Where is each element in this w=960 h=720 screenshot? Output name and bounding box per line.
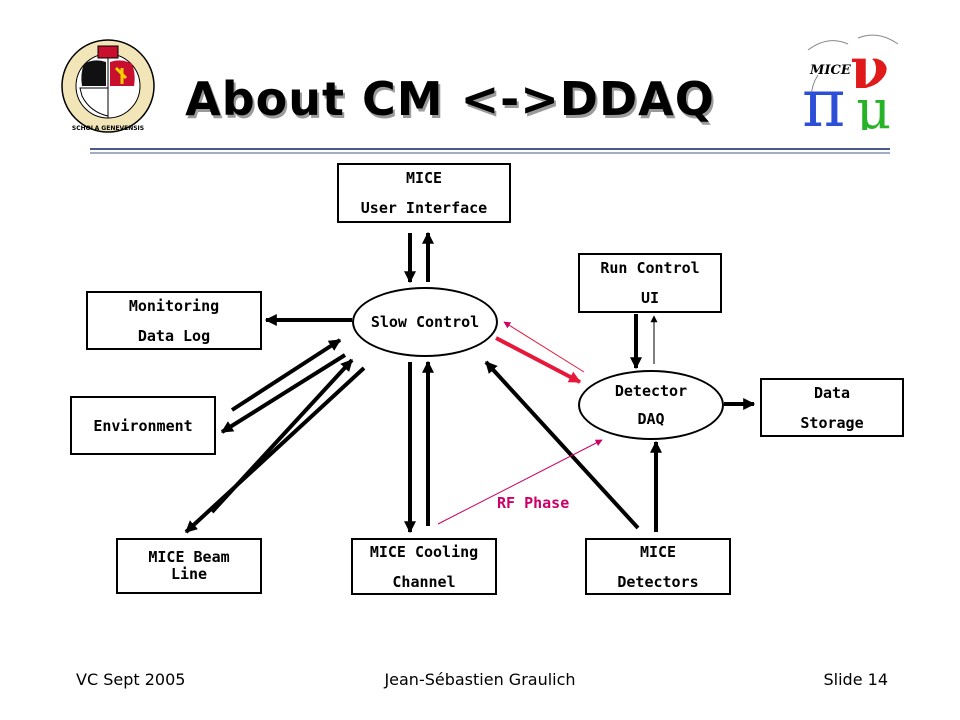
node-label-line1: MICE [405, 169, 443, 187]
node-label-line1: Run Control [600, 259, 700, 277]
node-mice-cooling-channel: MICE Cooling Channel [351, 538, 497, 595]
svg-text:π: π [802, 65, 845, 130]
node-mice-user-interface: MICE User Interface [337, 163, 511, 223]
edge-slowcontrol-to-environment [220, 353, 347, 434]
edge-label-rf-phase: RF Phase [497, 494, 570, 512]
title-rule [90, 148, 890, 154]
node-data-storage: Data Storage [760, 378, 904, 437]
node-mice-detectors: MICE Detectors [585, 538, 731, 595]
edge-slowcontrol-to-daq [495, 336, 582, 384]
node-label-line2: User Interface [360, 199, 488, 217]
edge-detectors-to-slowcontrol [484, 360, 640, 530]
node-label-line2: Line [170, 565, 208, 583]
edge-daq-to-slowcontrol [503, 321, 585, 373]
node-label-line1: Slow Control [370, 313, 480, 331]
edge-rf-phase [437, 439, 603, 525]
footer-slide-number: Slide 14 [823, 670, 889, 689]
node-label-line1: MICE Beam [148, 548, 230, 566]
node-label-line2: DAQ [637, 410, 665, 428]
node-label-line1: Detector [614, 382, 688, 400]
node-label-line2: Channel [392, 572, 456, 591]
node-label-line2: UI [640, 289, 660, 307]
node-label-line1: Environment [93, 416, 193, 435]
edge-slowcontrol-to-beamline [184, 366, 366, 534]
node-label-line2: Storage [800, 413, 864, 432]
svg-text:SCHOLA GENEVENSIS: SCHOLA GENEVENSIS [72, 125, 144, 132]
svg-text:ν: ν [850, 36, 889, 102]
node-monitoring-data-log: Monitoring Data Log [86, 291, 262, 350]
node-label-line1: Monitoring [128, 296, 220, 315]
node-detector-daq: Detector DAQ [578, 370, 724, 440]
node-environment: Environment [70, 396, 216, 455]
node-label-line1: MICE [639, 542, 677, 561]
edge-environment-to-slowcontrol [230, 338, 342, 412]
node-slow-control: Slow Control [352, 287, 498, 357]
node-label-line1: MICE Cooling [369, 542, 479, 561]
footer-author: Jean-Sébastien Graulich [384, 670, 576, 689]
node-label-line1: Data [813, 383, 851, 402]
slide-title: About CM <->DDAQ [185, 72, 715, 126]
node-label-line2: Data Log [137, 326, 211, 345]
mice-logo: MICE π ν μ [802, 34, 899, 130]
node-label-line2: Detectors [617, 572, 699, 591]
svg-text:MICE: MICE [809, 63, 852, 78]
node-mice-beam-line: MICE Beam Line [116, 538, 262, 594]
university-seal-logo: SCHOLA GENEVENSIS [61, 39, 155, 133]
node-run-control-ui: Run Control UI [578, 253, 722, 313]
footer-date: VC Sept 2005 [76, 670, 186, 689]
svg-text:μ: μ [856, 78, 891, 130]
